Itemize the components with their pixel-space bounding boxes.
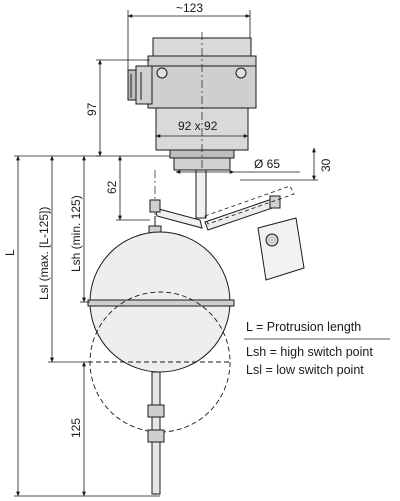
legend-line-2: Lsh = high switch point	[246, 345, 373, 359]
lower-rod	[147, 371, 165, 495]
dim-bottom-125: 125	[69, 418, 83, 438]
dim-lsh: Lsh (min. 125)	[69, 195, 83, 272]
switch-assembly	[149, 169, 305, 281]
dim-width-top: ~123	[176, 1, 203, 15]
dim-offset-62: 62	[105, 180, 119, 194]
ghost-arm	[204, 185, 295, 225]
legend: L = Protrusion length Lsh = high switch …	[244, 320, 390, 377]
dim-diameter: Ø 65	[254, 157, 280, 171]
dim-height-housing: 97	[85, 102, 99, 116]
dim-offset-30: 30	[319, 158, 333, 172]
housing	[127, 37, 257, 171]
float-high	[87, 216, 235, 373]
dim-length-L: L	[3, 249, 17, 256]
legend-line-1: L = Protrusion length	[246, 320, 361, 334]
dimension-lines	[14, 10, 318, 497]
dim-lsl: Lsl (max. [L-125])	[37, 207, 51, 300]
legend-line-3: Lsl = low switch point	[246, 363, 364, 377]
dim-housing-square: 92 x 92	[178, 119, 218, 133]
